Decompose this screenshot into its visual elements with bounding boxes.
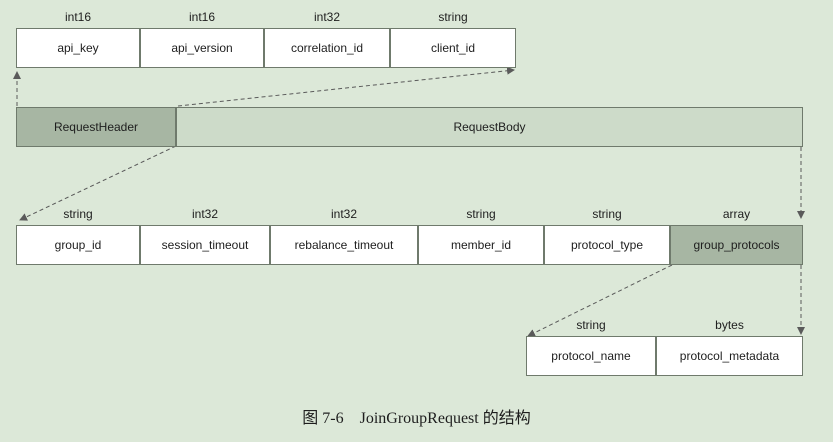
header-field-type: string (438, 10, 468, 24)
body-field-rebalance-timeout: rebalance_timeout (270, 225, 418, 265)
protocol-field-protocol-name: protocol_name (526, 336, 656, 376)
header-field-correlation-id: correlation_id (264, 28, 390, 68)
body-field-type: string (592, 207, 622, 221)
request-body-box: RequestBody (176, 107, 803, 147)
body-field-type: array (722, 207, 751, 221)
arrow-protocols-to-protocol-name (527, 264, 673, 337)
figure-caption: 图 7-6 JoinGroupRequest 的结构 (302, 410, 531, 427)
body-field-member-id: member_id (418, 225, 544, 265)
header-field-type: int16 (64, 10, 92, 24)
body-field-protocol-type: protocol_type (544, 225, 670, 265)
body-field-type: string (63, 207, 93, 221)
body-field-type: string (466, 207, 496, 221)
body-field-group-protocols: group_protocols (670, 225, 803, 265)
body-field-session-timeout: session_timeout (140, 225, 270, 265)
request-header-box: RequestHeader (16, 107, 176, 147)
header-field-api-version: api_version (140, 28, 264, 68)
header-field-client-id: client_id (390, 28, 516, 68)
arrow-body-to-group-id (19, 145, 177, 221)
body-field-type: int32 (191, 207, 219, 221)
header-field-api-key: api_key (16, 28, 140, 68)
protocol-field-type: string (576, 318, 606, 332)
protocol-field-type: bytes (715, 318, 744, 332)
arrow-header-to-client-id (177, 66, 515, 107)
protocol-field-protocol-metadata: protocol_metadata (656, 336, 803, 376)
body-field-group-id: group_id (16, 225, 140, 265)
header-field-type: int16 (188, 10, 216, 24)
body-field-type: int32 (330, 207, 358, 221)
header-field-type: int32 (313, 10, 341, 24)
